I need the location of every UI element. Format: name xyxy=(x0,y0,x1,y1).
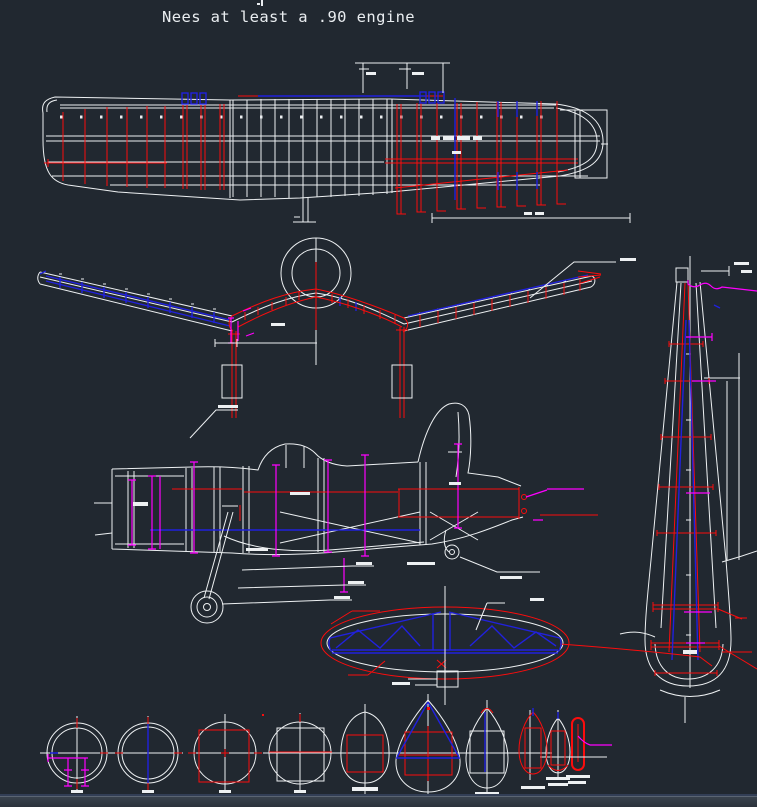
top-view-longerons xyxy=(671,304,721,661)
top-view-label-dashes xyxy=(683,262,752,654)
aileron-flap-lines xyxy=(238,95,578,189)
fuselage-side-view xyxy=(94,402,598,624)
wing-blue-spar-dimension xyxy=(258,95,538,200)
cross-bracing xyxy=(279,511,479,544)
top-view-outline xyxy=(644,281,732,687)
former-h-outline xyxy=(518,711,548,775)
former-blue-details xyxy=(50,701,559,783)
fin-outline xyxy=(417,402,522,487)
status-bar-edge xyxy=(0,796,757,807)
bulkhead-lines xyxy=(94,445,427,553)
tail-wheel xyxy=(189,409,540,573)
gear-dimension xyxy=(214,261,616,347)
top-dimension-bracket xyxy=(355,62,450,93)
wing-outline xyxy=(42,96,604,201)
gear-struts-front xyxy=(228,327,408,418)
rudder-hinge-upper xyxy=(521,494,527,500)
fuselage-outline xyxy=(111,443,524,556)
span-dimension-line xyxy=(431,213,631,223)
clipped-text-remnant xyxy=(257,0,263,6)
front-view xyxy=(37,237,636,418)
wing-tip-inner-lines xyxy=(46,99,598,173)
former-g-box xyxy=(469,730,505,774)
wing-spars xyxy=(46,104,600,186)
front-blue-ribs xyxy=(59,277,357,323)
keel-lines xyxy=(668,282,701,653)
stab-centerline xyxy=(408,586,505,705)
stabilizer-plan-view xyxy=(320,586,713,705)
right-panel-outline xyxy=(403,275,596,332)
former-sections-row xyxy=(40,694,612,800)
main-wheel xyxy=(190,590,224,624)
gull-center-structure xyxy=(228,262,409,333)
front-label-dashes xyxy=(271,258,636,326)
stray-red-dot xyxy=(262,714,264,716)
wheel-boxes xyxy=(221,364,413,399)
former-red-details xyxy=(76,708,579,790)
longerons-red xyxy=(172,487,598,521)
apex-dot xyxy=(427,707,430,710)
servo-clip-marks xyxy=(181,91,445,105)
center-bracket xyxy=(293,197,316,223)
center-section-ribs xyxy=(229,99,393,198)
front-spars xyxy=(39,270,589,327)
left-panel-outline xyxy=(37,271,233,332)
tip-dimension-box xyxy=(560,109,608,179)
side-formers xyxy=(128,443,548,593)
wing-plan-view xyxy=(42,62,631,223)
micro-label-dashes xyxy=(366,72,544,215)
former-red-boxes xyxy=(198,717,585,783)
left-panel-ribs xyxy=(44,104,225,190)
stab-mount-box xyxy=(436,670,459,688)
fuselage-top-view xyxy=(619,256,757,723)
rudder-hinge-lower xyxy=(521,508,527,514)
side-label-dashes xyxy=(133,405,522,599)
stab-red-leaders xyxy=(330,610,713,676)
former-d-square xyxy=(276,727,325,782)
top-view-dimensions xyxy=(619,266,757,723)
top-view-leaders xyxy=(684,280,757,644)
main-landing-gear xyxy=(190,505,374,624)
engine-note: Nees at least a .90 engine xyxy=(162,8,416,26)
tailpost-box xyxy=(675,267,689,283)
former-a-magenta xyxy=(47,735,591,787)
front-right-panel-ribs xyxy=(419,270,602,327)
stab-label-dashes xyxy=(392,598,544,685)
